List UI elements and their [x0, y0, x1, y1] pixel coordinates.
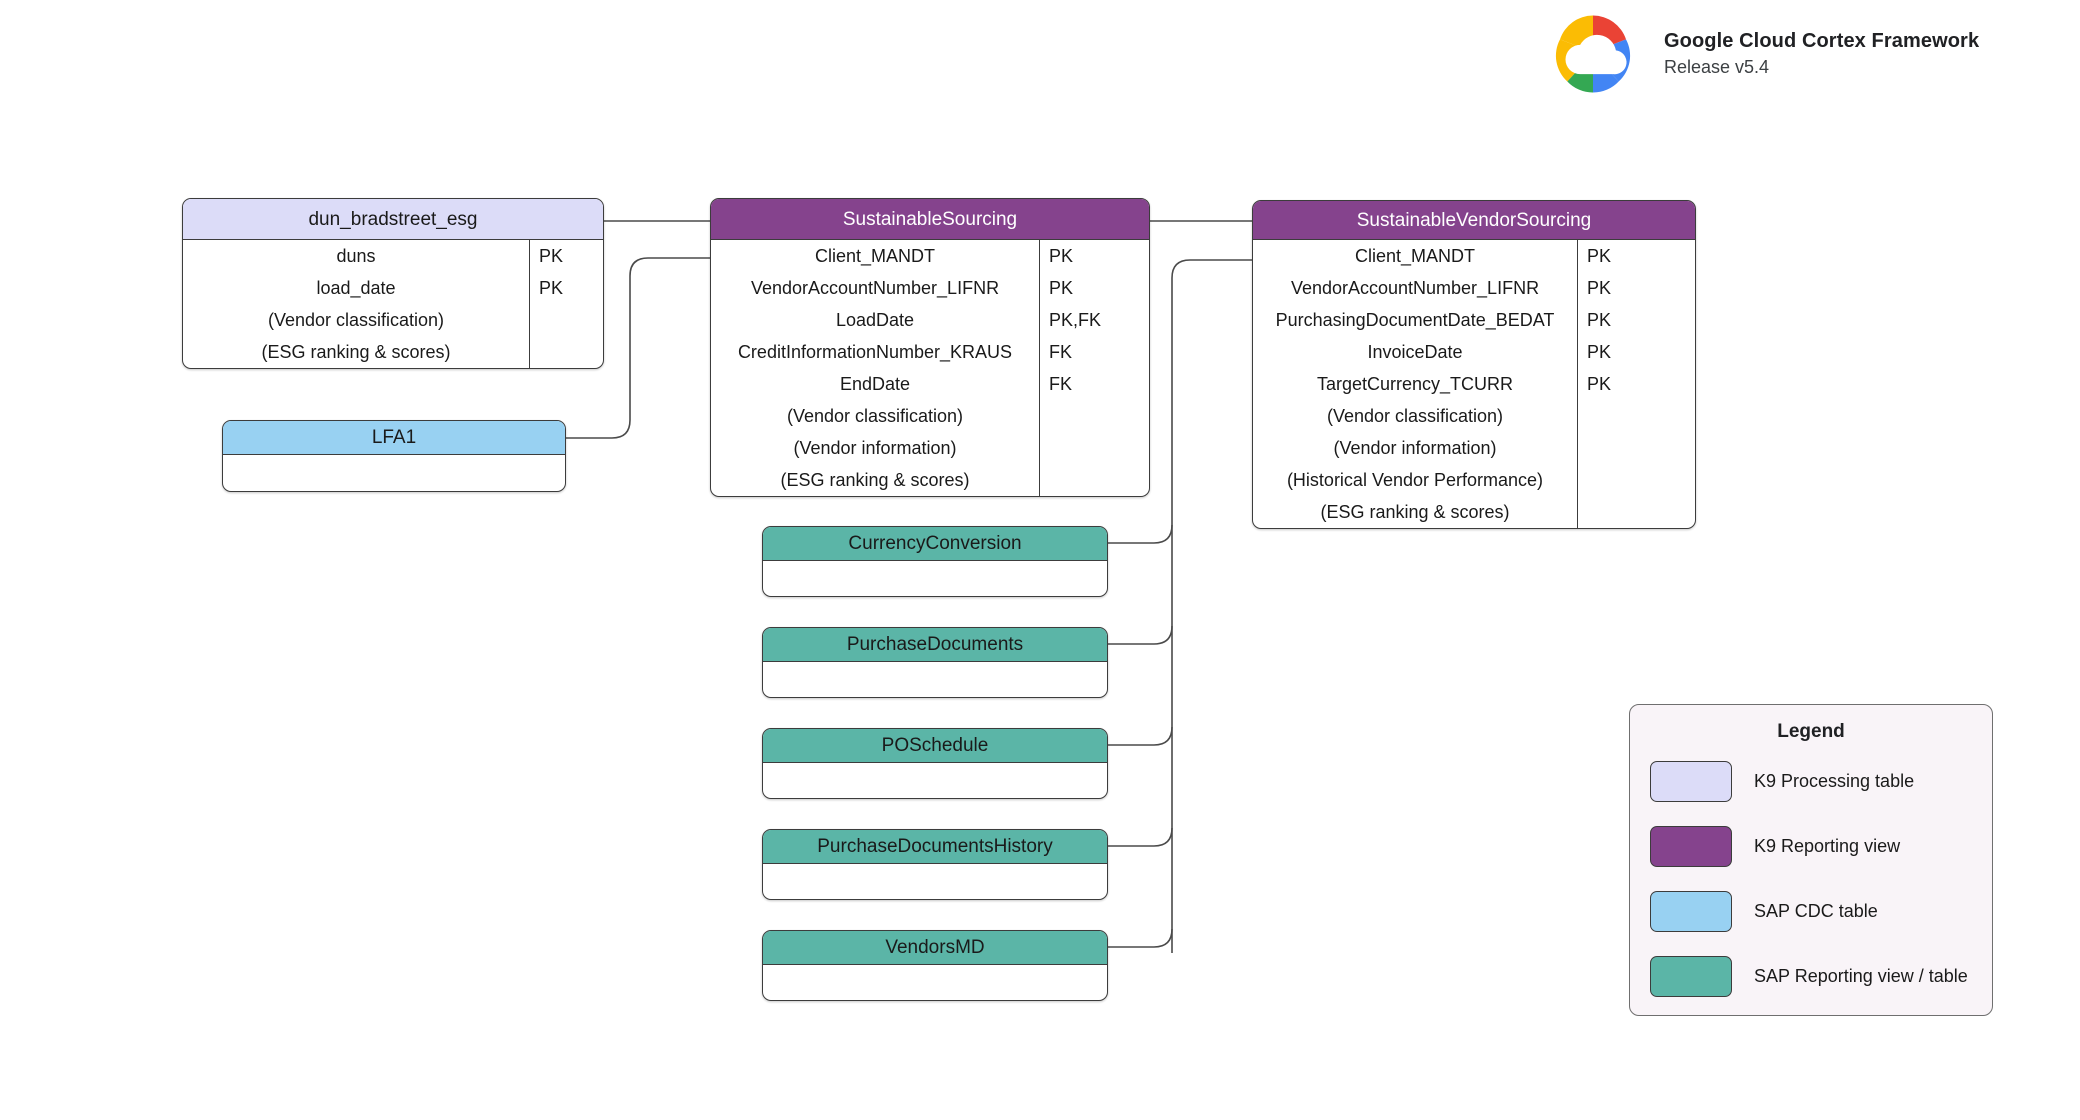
field-key: PK — [1587, 309, 1612, 330]
field-key: PK — [1049, 245, 1074, 266]
entity-title: SustainableSourcing — [711, 199, 1149, 240]
entity-body — [763, 864, 1107, 899]
entity-body: Client_MANDT VendorAccountNumber_LIFNR P… — [1253, 240, 1695, 528]
connector-sap-trunk — [1171, 259, 1252, 953]
legend-panel: Legend K9 Processing table K9 Reporting … — [1629, 704, 1993, 1016]
legend-label: K9 Processing table — [1754, 771, 1915, 791]
legend-label: K9 Reporting view — [1754, 836, 1901, 856]
field-column: duns load_date (Vendor classification) (… — [183, 240, 529, 368]
field-key — [1578, 496, 1695, 528]
field-name: LoadDate — [835, 309, 915, 330]
field-key: PK — [539, 245, 564, 266]
brand-header: Google Cloud Cortex Framework Release v5… — [1538, 8, 1979, 100]
entity-body — [763, 662, 1107, 697]
entity-dun-bradstreet-esg[interactable]: dun_bradstreet_esg duns load_date (Vendo… — [182, 198, 604, 369]
field-name: load_date — [316, 277, 396, 298]
legend-item-sap-cdc-table: SAP CDC table — [1650, 879, 1972, 944]
legend-item-k9-reporting-view: K9 Reporting view — [1650, 814, 1972, 879]
field-name: PurchasingDocumentDate_BEDAT — [1275, 309, 1555, 330]
google-cloud-logo-icon — [1555, 15, 1631, 93]
field-key: FK — [1049, 373, 1073, 394]
entity-body — [223, 455, 565, 491]
field-key: PK — [1587, 277, 1612, 298]
entity-body — [763, 561, 1107, 596]
connector-currencyconversion-to-trunk — [1108, 524, 1173, 544]
field-name: (Vendor information) — [1333, 437, 1497, 458]
entity-purchasedocuments[interactable]: PurchaseDocuments — [762, 627, 1108, 698]
entity-title: PurchaseDocuments — [763, 628, 1107, 662]
field-key: PK — [1587, 373, 1612, 394]
field-name: TargetCurrency_TCURR — [1316, 373, 1514, 394]
field-name: (Vendor classification) — [1326, 405, 1504, 426]
field-column: Client_MANDT VendorAccountNumber_LIFNR L… — [711, 240, 1039, 496]
field-key: PK — [1587, 245, 1612, 266]
field-name: InvoiceDate — [1367, 341, 1463, 362]
legend-swatch — [1650, 956, 1732, 997]
entity-title: PurchaseDocumentsHistory — [763, 830, 1107, 864]
field-key — [530, 336, 603, 368]
field-name: Client_MANDT — [1354, 245, 1476, 266]
field-name: EndDate — [839, 373, 911, 394]
key-column: PK PK — [529, 240, 603, 368]
field-key: PK — [1049, 277, 1074, 298]
entity-poschedule[interactable]: POSchedule — [762, 728, 1108, 799]
connector-vendorsmd-to-trunk — [1108, 928, 1173, 948]
field-name: (Historical Vendor Performance) — [1286, 469, 1544, 490]
legend-item-k9-processing-table: K9 Processing table — [1650, 749, 1972, 814]
legend-title: Legend — [1777, 721, 1845, 742]
brand-release: Release v5.4 — [1664, 56, 1770, 77]
entity-sustainablesourcing[interactable]: SustainableSourcing Client_MANDT VendorA… — [710, 198, 1150, 497]
field-name: duns — [336, 245, 376, 266]
field-name: VendorAccountNumber_LIFNR — [750, 277, 1000, 298]
brand-title: Google Cloud Cortex Framework — [1664, 29, 1980, 52]
entity-vendorsmd[interactable]: VendorsMD — [762, 930, 1108, 1001]
field-name: (ESG ranking & scores) — [1320, 501, 1510, 522]
field-key — [530, 304, 603, 336]
legend-label: SAP CDC table — [1754, 901, 1878, 921]
field-key: PK — [1587, 341, 1612, 362]
entity-currencyconversion[interactable]: CurrencyConversion — [762, 526, 1108, 597]
field-name: (ESG ranking & scores) — [780, 469, 970, 490]
entity-body: Client_MANDT VendorAccountNumber_LIFNR L… — [711, 240, 1149, 496]
legend-label: SAP Reporting view / table — [1754, 966, 1968, 986]
entity-body — [763, 965, 1107, 1000]
field-name: (Vendor information) — [793, 437, 957, 458]
connector-purchasedocuments-to-trunk — [1108, 625, 1173, 645]
entity-title: CurrencyConversion — [763, 527, 1107, 561]
field-name: CreditInformationNumber_KRAUS — [737, 341, 1013, 362]
field-key: PK,FK — [1049, 309, 1102, 330]
entity-title: VendorsMD — [763, 931, 1107, 965]
legend-swatch — [1650, 761, 1732, 802]
field-key: PK — [539, 277, 564, 298]
entity-title: POSchedule — [763, 729, 1107, 763]
field-name: (Vendor classification) — [267, 309, 445, 330]
entity-title: dun_bradstreet_esg — [183, 199, 603, 240]
field-name: Client_MANDT — [814, 245, 936, 266]
entity-title: SustainableVendorSourcing — [1253, 201, 1695, 240]
entity-sustainablevendorsourcing[interactable]: SustainableVendorSourcing Client_MANDT V… — [1252, 200, 1696, 529]
field-name: VendorAccountNumber_LIFNR — [1290, 277, 1540, 298]
key-column: PK PK PK PK PK — [1577, 240, 1695, 528]
field-key — [1578, 432, 1695, 464]
field-key — [1040, 400, 1149, 432]
entity-body: duns load_date (Vendor classification) (… — [183, 240, 603, 368]
field-key — [1040, 464, 1149, 496]
field-name: (ESG ranking & scores) — [261, 341, 451, 362]
legend-swatch — [1650, 826, 1732, 867]
field-key — [1578, 400, 1695, 432]
legend-item-sap-reporting-view: SAP Reporting view / table — [1650, 944, 1972, 1009]
field-key — [1040, 432, 1149, 464]
entity-purchasedocumentshistory[interactable]: PurchaseDocumentsHistory — [762, 829, 1108, 900]
field-key — [1578, 464, 1695, 496]
connector-purchasedocumentshistory-to-trunk — [1108, 827, 1173, 847]
entity-lfa1[interactable]: LFA1 — [222, 420, 566, 492]
entity-body — [763, 763, 1107, 798]
entity-title: LFA1 — [223, 421, 565, 455]
key-column: PK PK PK,FK FK FK — [1039, 240, 1149, 496]
field-key: FK — [1049, 341, 1073, 362]
legend-swatch — [1650, 891, 1732, 932]
field-name: (Vendor classification) — [786, 405, 964, 426]
connector-poschedule-to-trunk — [1108, 726, 1173, 746]
field-column: Client_MANDT VendorAccountNumber_LIFNR P… — [1253, 240, 1577, 528]
